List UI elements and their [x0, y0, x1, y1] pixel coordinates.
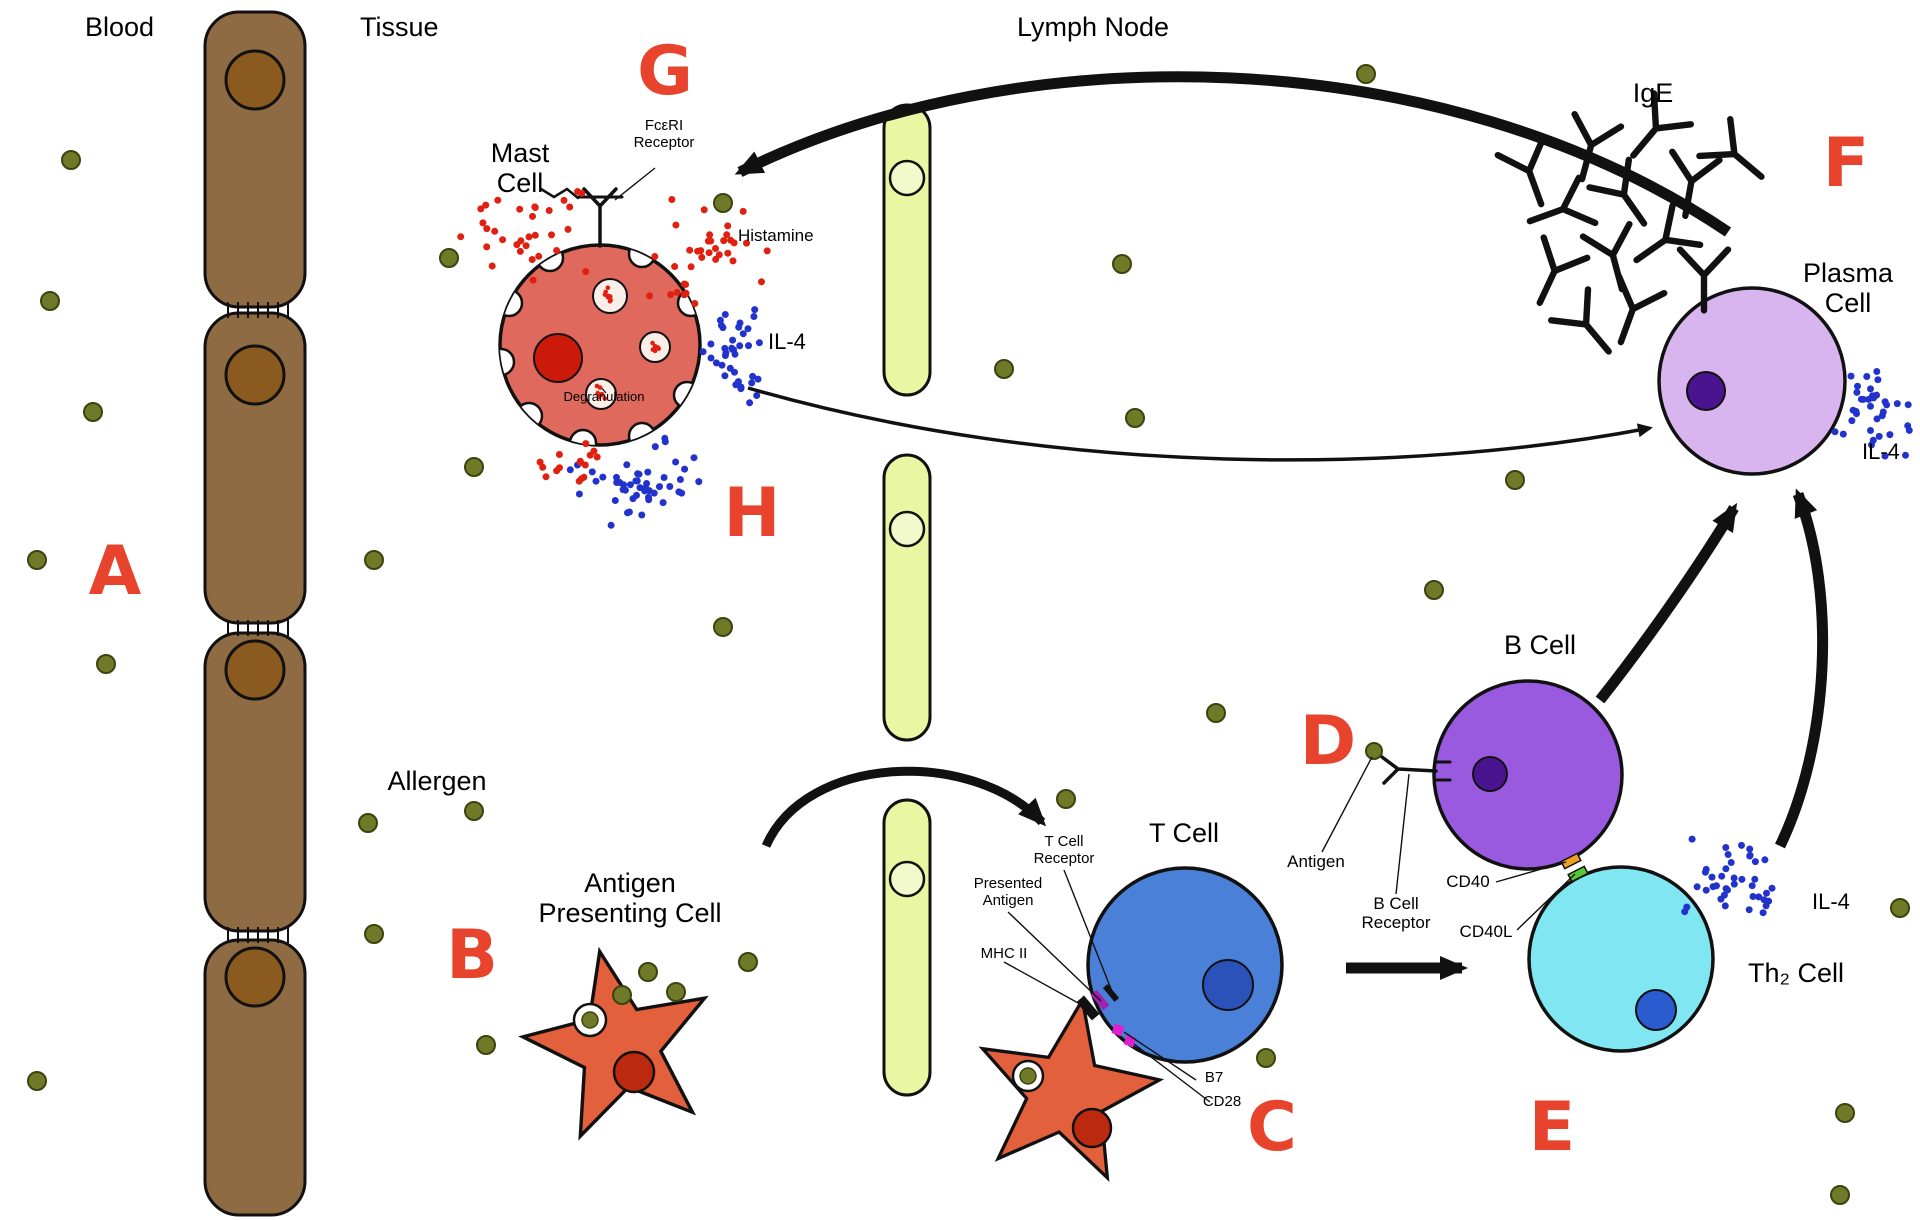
pointer-mhc2: [1003, 961, 1090, 1010]
label-tissue: Tissue: [360, 12, 439, 42]
b-cell-nucleus: [1472, 756, 1508, 792]
label-fceri-receptor: FcεRI Receptor: [633, 117, 695, 151]
pointer-fceri: [614, 167, 656, 201]
arrow-apc-to-tcell: [761, 766, 1047, 848]
apc-star-tissue: [518, 946, 709, 1141]
step-letter-e: E: [1528, 1088, 1576, 1167]
pointer-lines: [614, 167, 1576, 1103]
step-letter-b: B: [446, 916, 498, 995]
arrow-bcell-to-plasma: [1595, 502, 1739, 704]
b-cell-receptor-icon: [1380, 755, 1452, 785]
label-lymph-node: Lymph Node: [1016, 12, 1170, 42]
th2-cell: [1527, 865, 1715, 1053]
plasma-cell-body: [1657, 286, 1847, 476]
label-t-cell-receptor: T Cell Receptor: [1033, 833, 1095, 867]
arrow-il4-to-plasma: [747, 386, 1653, 462]
engulfed-allergen: [581, 1011, 599, 1029]
label-cd40: CD40: [1446, 872, 1490, 891]
label-il4-th2: IL-4: [1812, 889, 1850, 914]
endothelial-nucleus: [224, 49, 286, 111]
fceri-receptor-icon: [539, 187, 624, 248]
t-cell: [1086, 866, 1284, 1064]
label-plasma-cell: Plasma Cell: [1802, 258, 1894, 319]
label-antigen: Antigen: [1287, 852, 1345, 871]
lymph-node-follicles: [882, 103, 932, 1097]
label-t-cell: T Cell: [1148, 818, 1220, 848]
label-mhc2: MHC II: [980, 945, 1028, 962]
label-b7: B7: [1204, 1069, 1224, 1086]
b-cell: [1365, 679, 1624, 871]
step-letter-h: H: [723, 474, 781, 553]
label-il4-plasma: IL-4: [1862, 439, 1900, 464]
t-cell-body: [1086, 866, 1284, 1064]
arrow-th2-to-plasma: [1775, 488, 1829, 849]
pointer-bcr: [1395, 773, 1410, 895]
antigen-on-bcr: [1365, 742, 1383, 760]
engulfed-allergen: [1019, 1067, 1037, 1085]
label-mast-cell: Mast Cell: [490, 138, 550, 199]
t-cell-nucleus: [1202, 959, 1254, 1011]
plasma-cell: [1657, 286, 1847, 476]
arrow-ige-to-mast: [734, 71, 1732, 237]
label-histamine: Histamine: [738, 226, 814, 245]
step-letter-c: C: [1247, 1088, 1297, 1167]
label-presented-antigen: Presented Antigen: [973, 875, 1043, 909]
apc-nucleus: [612, 1050, 656, 1094]
flow-arrows: [734, 71, 1829, 980]
b-cell-body: [1432, 679, 1624, 871]
step-letter-f: F: [1822, 124, 1870, 203]
mediator-dot-clusters: [457, 188, 1913, 917]
pointer-cd40: [1495, 861, 1567, 883]
label-blood: Blood: [85, 12, 155, 42]
pointer-presented-antigen: [1007, 911, 1102, 1002]
step-letter-d: D: [1299, 702, 1357, 781]
pointer-b7: [1123, 1031, 1197, 1081]
pointer-cd40l: [1516, 873, 1576, 931]
plasma-cell-nucleus: [1686, 371, 1726, 411]
step-letter-a: A: [88, 532, 142, 611]
label-ige: IgE: [1632, 78, 1674, 108]
tight-junction-hatches: [227, 302, 289, 943]
label-degranulation: Degranulation: [563, 389, 645, 404]
label-il4-mast: IL-4: [768, 329, 806, 354]
label-b-cell-receptor: B Cell Receptor: [1361, 894, 1431, 933]
label-cd28: CD28: [1202, 1093, 1242, 1110]
pointer-cd28: [1133, 1043, 1211, 1103]
apc-nucleus: [1071, 1107, 1113, 1149]
label-cd40l: CD40L: [1459, 922, 1513, 941]
label-th2-cell: Th₂ Cell: [1747, 958, 1845, 988]
endothelial-nucleus: [224, 344, 286, 406]
pointer-tcr: [1063, 869, 1114, 995]
label-allergen: Allergen: [387, 766, 487, 796]
endothelial-nucleus: [224, 946, 286, 1008]
blood-vessel: [203, 10, 307, 1217]
endothelial-nucleus: [224, 639, 286, 701]
label-b-cell: B Cell: [1503, 630, 1577, 660]
apc-star-lymph: [978, 995, 1165, 1183]
mast-granule-solid: [533, 333, 583, 383]
label-apc: Antigen Presenting Cell: [538, 868, 722, 929]
step-letter-g: G: [637, 32, 693, 111]
th2-cell-nucleus: [1635, 989, 1677, 1031]
pointer-antigen: [1321, 756, 1373, 853]
allergen-particles: [27, 64, 1910, 1205]
